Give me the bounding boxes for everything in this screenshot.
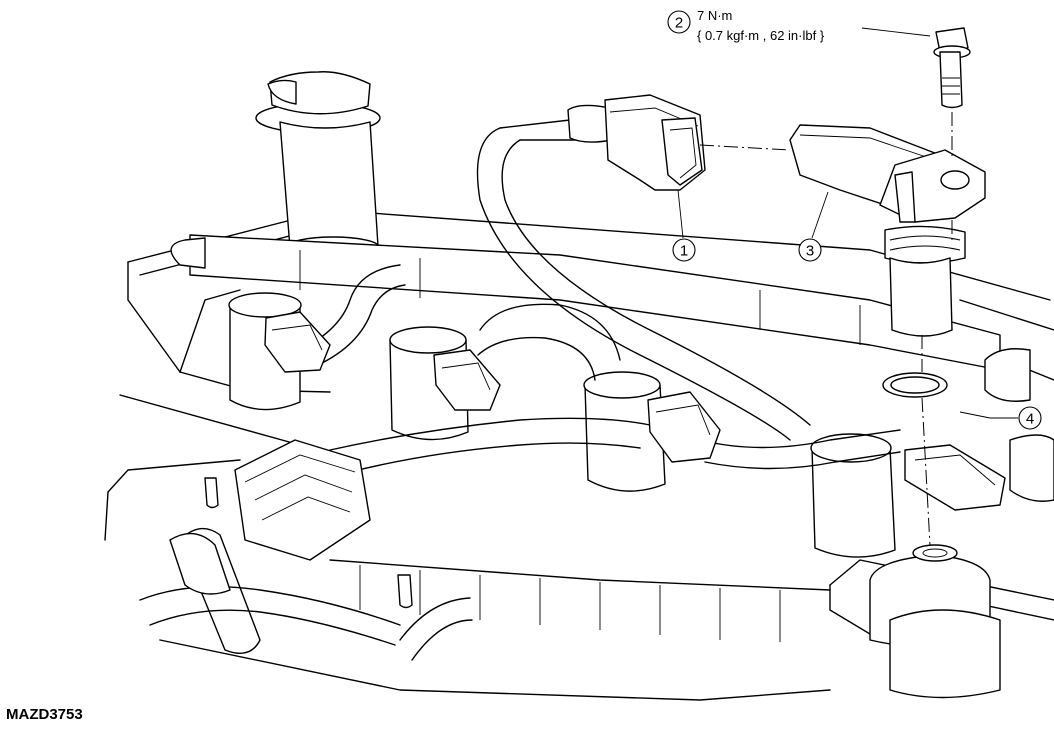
- main-harness-connector: [169, 439, 371, 595]
- part-1-connector: [567, 94, 706, 191]
- ignition-coils: [228, 292, 896, 558]
- callout-1-label: 1: [680, 243, 688, 260]
- part-2-bolt: [933, 27, 971, 109]
- callout-1: 1: [672, 238, 696, 262]
- callout-2: 2: [667, 10, 691, 34]
- figure-id: MAZD3753: [6, 706, 83, 723]
- callout-3-label: 3: [806, 243, 814, 260]
- callout-3: 3: [798, 238, 822, 262]
- callout-2-label: 2: [675, 15, 683, 32]
- callout-4: 4: [1018, 406, 1042, 430]
- part-4-o-ring: [882, 372, 948, 398]
- torque-spec-primary: 7 N·m: [697, 8, 732, 23]
- leader-lines: [677, 27, 1018, 419]
- oil-filler-cap: [255, 71, 381, 258]
- torque-spec-secondary: { 0.7 kgf·m , 62 in·lbf }: [697, 28, 825, 43]
- alignment-lines: [699, 112, 953, 546]
- part-3-sensor: [789, 124, 986, 337]
- lower-cover: [159, 477, 831, 701]
- callout-4-label: 4: [1026, 411, 1034, 428]
- coil-connectors: [264, 311, 1006, 511]
- right-hardware: [889, 348, 1054, 699]
